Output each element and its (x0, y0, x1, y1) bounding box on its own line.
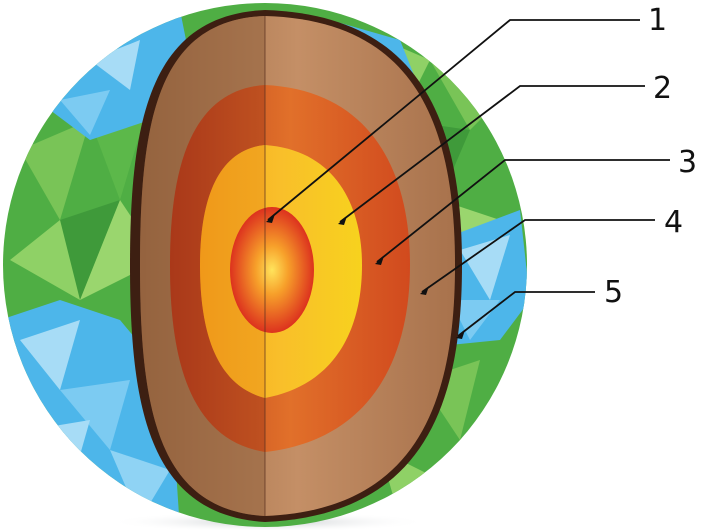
label-3: 3 (678, 145, 697, 180)
cross-section (130, 10, 462, 522)
label-1: 1 (648, 3, 667, 38)
label-2: 2 (653, 71, 672, 106)
label-5: 5 (604, 275, 623, 310)
inner-core-layer (230, 207, 314, 333)
label-4: 4 (664, 205, 683, 240)
